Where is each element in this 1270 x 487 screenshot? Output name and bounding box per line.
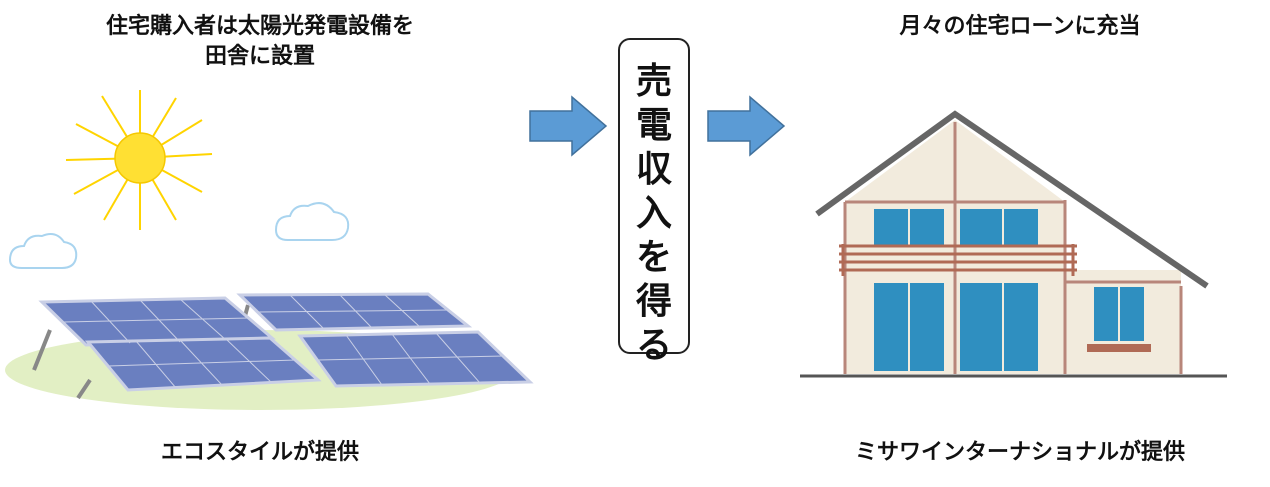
left-title: 住宅購入者は太陽光発電設備を 田舎に設置 [105,14,414,69]
center-char: 売 [635,61,672,102]
left-caption: エコスタイルが提供 [160,440,359,465]
house-illustration [800,110,1227,378]
center-char: 入 [635,193,672,234]
solar-panel-array [32,292,534,400]
balcony-railing [839,244,1077,276]
right-title: 月々の住宅ローンに充当 [899,14,1141,39]
center-char: を [635,237,672,278]
right-arrow-icon [529,95,608,157]
center-vertical-text: 売電収入を得る [620,60,688,368]
center-char: 収 [635,149,672,190]
center-char: る [635,325,672,366]
solar-panel-illustration [5,90,534,410]
window-box [1087,344,1151,352]
right-caption: ミサワインターナショナルが提供 [854,440,1185,465]
cloud-icon [274,202,350,241]
center-box: 売電収入を得る [618,38,690,366]
sun-icon [65,90,213,230]
right-arrow-icon [707,95,786,157]
cloud-icon [8,233,78,269]
center-char: 電 [635,105,672,146]
center-char: 得 [635,281,672,322]
window [872,207,1146,373]
